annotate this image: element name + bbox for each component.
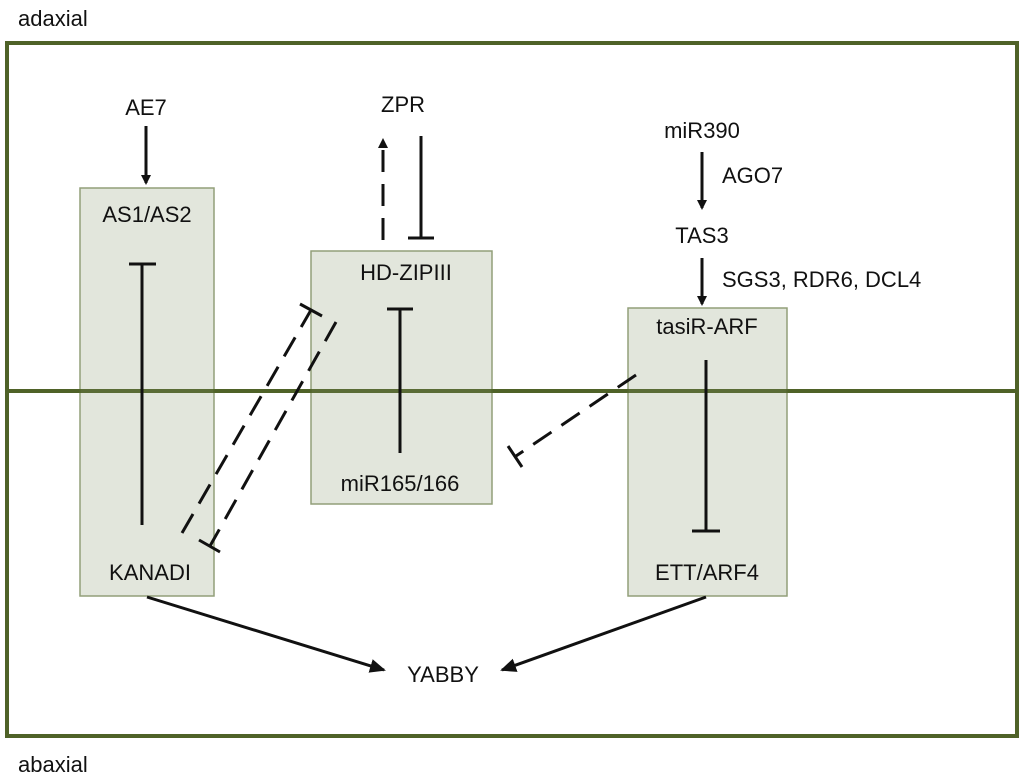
inhibit-kanadi-hdzip <box>180 309 313 534</box>
node-ae7: AE7 <box>125 95 167 120</box>
abaxial-label: abaxial <box>18 752 88 777</box>
inhibit-bar-mir165 <box>506 445 524 468</box>
inhibit-bar-kanadi <box>198 538 221 554</box>
node-as1-as2: AS1/AS2 <box>102 202 191 227</box>
label-sgs3-rdr6-dcl4: SGS3, RDR6, DCL4 <box>722 267 921 292</box>
node-kanadi: KANADI <box>109 560 191 585</box>
arrow-ett-to-yabby <box>500 595 707 672</box>
node-hd-zipiii: HD-ZIPIII <box>360 260 452 285</box>
adaxial-label: adaxial <box>18 6 88 31</box>
node-ett-arf4: ETT/ARF4 <box>655 560 759 585</box>
label-ago7: AGO7 <box>722 163 783 188</box>
node-mir165-166: miR165/166 <box>341 471 460 496</box>
inhibit-tasiarf-mir165 <box>515 373 637 458</box>
inhibit-bar-hdzip-left <box>299 302 323 318</box>
node-tas3: TAS3 <box>675 223 728 248</box>
node-tasir-arf: tasiR-ARF <box>656 314 757 339</box>
arrow-kanadi-to-yabby <box>146 595 386 673</box>
inhibit-hdzip-kanadi <box>208 321 338 547</box>
node-mir390: miR390 <box>664 118 740 143</box>
node-yabby: YABBY <box>407 662 479 687</box>
node-zpr: ZPR <box>381 92 425 117</box>
